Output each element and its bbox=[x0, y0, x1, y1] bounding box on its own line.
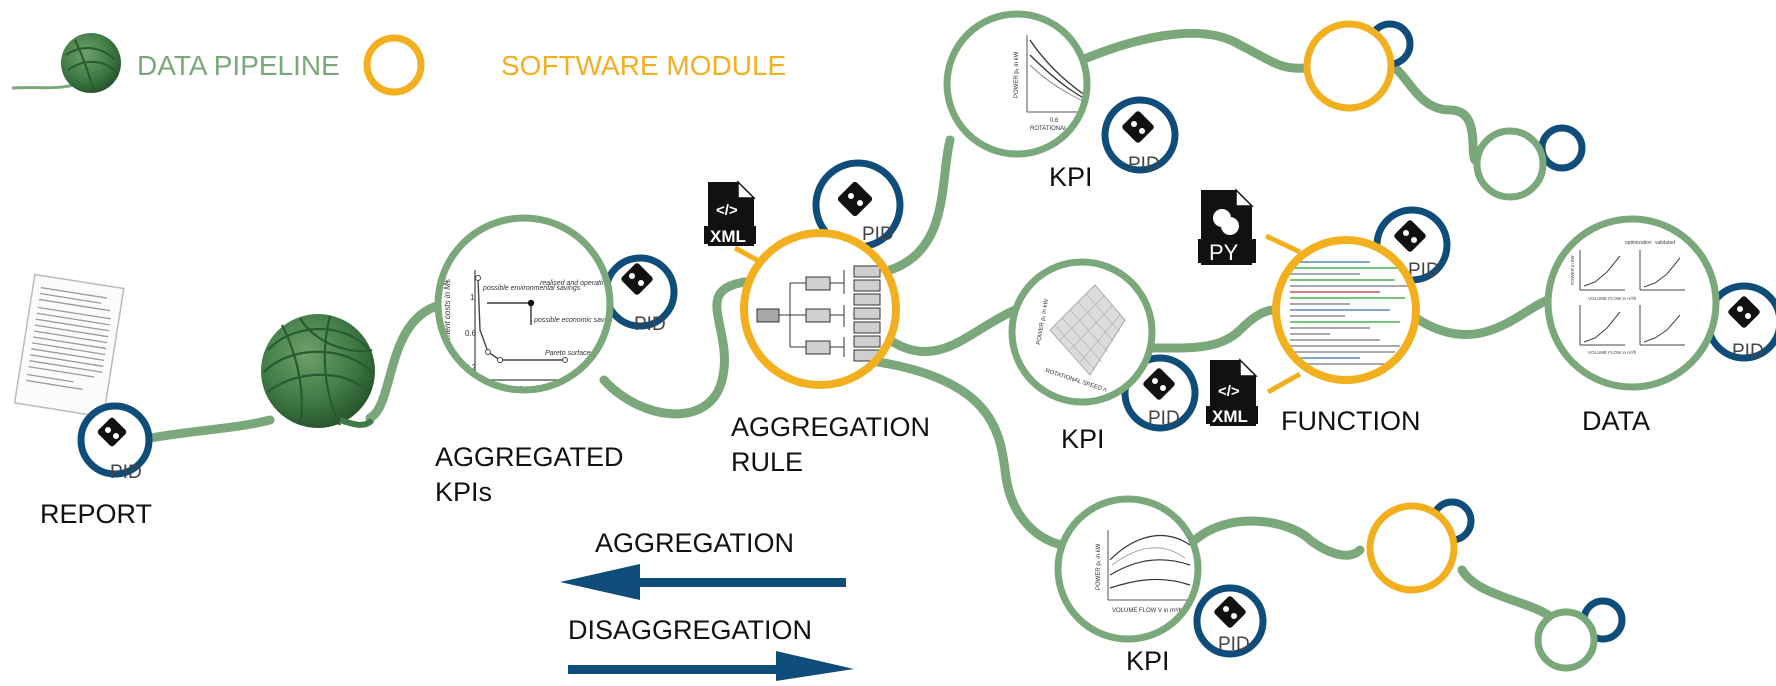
kpi-middle-node: POWER p₁ in kW ROTATIONAL SPEED n bbox=[1008, 258, 1156, 406]
pipeline-yarn-aggkpi bbox=[365, 300, 445, 423]
pipeline-module-end1 bbox=[1390, 63, 1480, 165]
kpi-top-node: 0.6 0.8 0.4 ROTATIONAL SPEED n POWER p₁ … bbox=[943, 10, 1094, 158]
kpi-bottom-xlabel: VOLUME FLOW V in m³/h bbox=[1112, 608, 1182, 614]
pareto-ytick-2: 0.6 bbox=[465, 329, 477, 338]
pid-badge-kpitop: PID bbox=[1101, 96, 1179, 175]
pipeline-top-end bbox=[1473, 127, 1547, 201]
xml-file-badge-function: </> XML bbox=[1206, 358, 1302, 426]
pid-label-rule: PID bbox=[862, 224, 894, 245]
pid-label-report: PID bbox=[110, 462, 142, 483]
data-xlabel-top: VOLUME FLOW in m³/h bbox=[1588, 296, 1637, 301]
function-label: FUNCTION bbox=[1281, 406, 1421, 436]
kpi-top-xtick-1: 0.6 bbox=[1050, 118, 1059, 124]
pareto-ylabel: investment costs in M€ bbox=[443, 278, 452, 360]
kpi-bottom-ylabel: POWER p₁ in kW bbox=[1096, 543, 1102, 590]
pareto-ytick-1: 1 bbox=[470, 293, 475, 302]
pid-label-kpimid: PID bbox=[1148, 408, 1180, 429]
pid-label-data: PID bbox=[1732, 341, 1764, 362]
pareto-annotation-realised: realised and operating system (1.27MW, 0… bbox=[540, 280, 691, 287]
data-xlabel-bottom: VOLUME FLOW in m³/h bbox=[1588, 350, 1637, 355]
disaggregation-arrow-label: DISAGGREGATION bbox=[568, 615, 813, 645]
pareto-annotation-environmental: possible environmental savings bbox=[482, 285, 581, 292]
report-document bbox=[13, 273, 125, 418]
data-legend-optimization: optimization bbox=[1625, 240, 1652, 246]
data-ylabel: POWER in kW bbox=[1570, 255, 1575, 285]
aggregation-arrow-label: AGGREGATION bbox=[595, 528, 795, 558]
legend-data-pipeline-label: DATA PIPELINE bbox=[137, 50, 340, 81]
py-label: PY bbox=[1209, 240, 1239, 265]
xml-label-rule: XML bbox=[710, 227, 746, 246]
pipeline-aggkpi-rule bbox=[599, 277, 750, 419]
pid-label-kpitop: PID bbox=[1128, 154, 1160, 175]
kpi-top-label: KPI bbox=[1049, 162, 1093, 192]
report-label: REPORT bbox=[40, 499, 153, 529]
pareto-xtick-1: 1 bbox=[478, 385, 483, 394]
py-file-badge: PY bbox=[1198, 188, 1302, 265]
aggregated-kpis-label-line1: AGGREGATED bbox=[435, 442, 624, 472]
data-label: DATA bbox=[1582, 406, 1651, 436]
pareto-xlabel: power demand in MW bbox=[481, 399, 561, 408]
aggregated-kpis-node: 1 0.6 0.2 1 1.2 1.4 possible environment… bbox=[434, 214, 691, 408]
pid-badges: PID PID PID PID PID bbox=[77, 96, 1776, 658]
pipeline-kpitop-module bbox=[1077, 28, 1310, 73]
pid-badge-report: PID bbox=[77, 402, 153, 483]
legend-software-module-label: SOFTWARE MODULE bbox=[501, 50, 787, 81]
xml-code-glyph-function: </> bbox=[1218, 383, 1240, 400]
xml-file-badge-rule: </> XML bbox=[704, 180, 770, 269]
xml-code-glyph-rule: </> bbox=[716, 202, 738, 219]
kpi-top-ylabel: POWER p₁ in kW bbox=[1014, 51, 1020, 98]
pipeline-report-yarn bbox=[135, 415, 275, 445]
pid-badge-aggkpi: PID bbox=[602, 254, 678, 335]
module-top-1 bbox=[1303, 20, 1395, 112]
kpi-bottom-label: KPI bbox=[1126, 646, 1170, 676]
kpi-top-xlabel: ROTATIONAL SPEED n bbox=[1030, 126, 1094, 132]
pareto-annotation-economic: possible economic savings bbox=[533, 317, 618, 324]
data-node: optimization validated VOLUME FLOW in m³… bbox=[1544, 215, 1720, 391]
pid-badge-kpimid: PID bbox=[1121, 354, 1199, 432]
function-node bbox=[1272, 236, 1420, 384]
pipeline-kpimid-func bbox=[1145, 305, 1280, 353]
pid-label-func: PID bbox=[1408, 260, 1440, 281]
kpi-bottom-node: VOLUME FLOW V in m³/h POWER p₁ in kW bbox=[1054, 495, 1202, 643]
aggregation-rule-label-line2: RULE bbox=[731, 447, 804, 477]
pipeline-kpibot-module bbox=[1190, 516, 1365, 560]
module-bottom-1 bbox=[1366, 502, 1458, 594]
aggregation-arrow bbox=[560, 564, 846, 600]
legend-module-icon bbox=[363, 34, 425, 96]
pareto-annotation-pareto: Pareto surface bbox=[545, 350, 591, 357]
aggregated-kpis-label-line2: KPIs bbox=[435, 477, 493, 507]
xml-label-function: XML bbox=[1212, 407, 1248, 426]
pipeline-rule-kpitop bbox=[885, 135, 955, 275]
pipeline-bottom-end bbox=[1534, 608, 1598, 672]
disaggregation-arrow bbox=[568, 651, 854, 681]
pid-label-kpibot: PID bbox=[1218, 634, 1250, 655]
legend-yarn-icon bbox=[11, 33, 121, 93]
data-legend-validated: validated bbox=[1655, 240, 1675, 246]
pipeline-threads bbox=[135, 28, 1565, 630]
yarn-ball bbox=[261, 314, 375, 428]
pipeline-func-data bbox=[1411, 295, 1553, 340]
aggregation-rule-label-line1: AGGREGATION bbox=[731, 412, 931, 442]
kpi-middle-label: KPI bbox=[1061, 424, 1105, 454]
aggregation-rule-node bbox=[740, 229, 900, 389]
pipeline-rule-kpimid bbox=[888, 305, 1020, 357]
pid-label-aggkpi: PID bbox=[634, 314, 666, 335]
pid-badge-kpibot: PID bbox=[1193, 584, 1267, 658]
pipeline-rule-kpibot bbox=[873, 357, 1067, 550]
